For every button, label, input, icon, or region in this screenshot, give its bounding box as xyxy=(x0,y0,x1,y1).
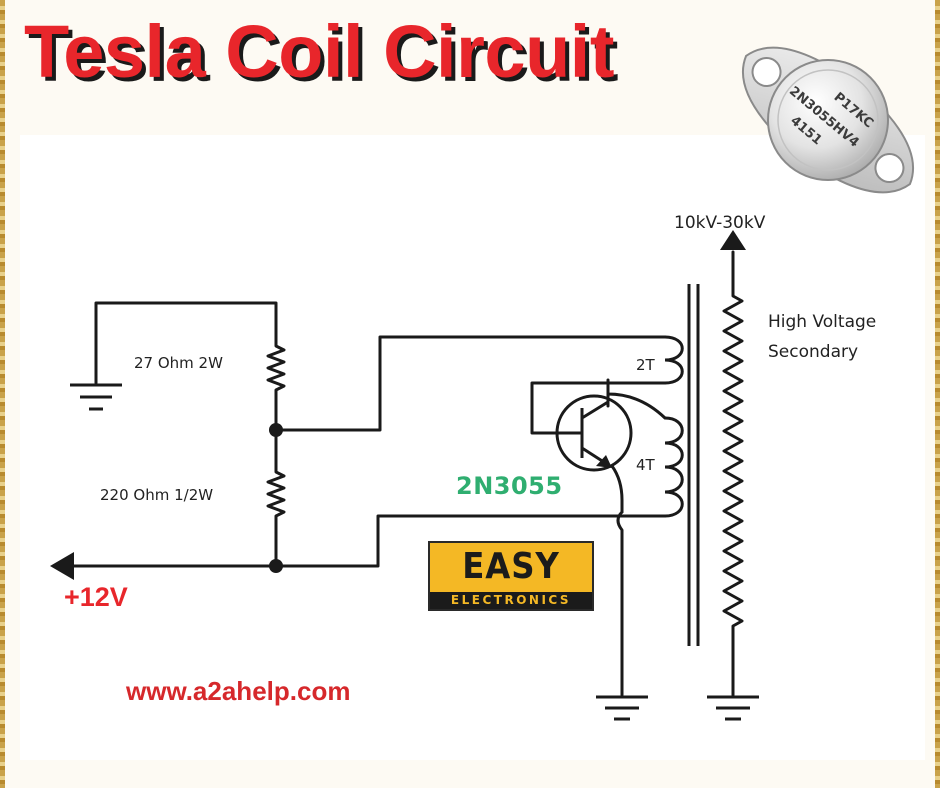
junction-dot-middle xyxy=(269,423,283,437)
resistor-27-ohm xyxy=(266,340,286,394)
transistor-photo: P17KC 2N3055HV4 4151 xyxy=(741,46,915,194)
ground-symbol-emitter xyxy=(596,695,648,721)
winding-2t-label: 2T xyxy=(636,356,656,374)
supply-arrow xyxy=(50,552,74,580)
supply-voltage-label: +12V xyxy=(64,582,128,612)
website-link[interactable]: www.a2ahelp.com xyxy=(126,676,351,706)
secondary-coil xyxy=(722,288,744,646)
emitter-arrow xyxy=(596,455,612,468)
resistor-220-ohm-label: 220 Ohm 1/2W xyxy=(100,486,213,504)
easy-electronics-logo: EASY ELECTRONICS xyxy=(428,541,594,611)
winding-4t-label: 4T xyxy=(636,456,656,474)
secondary-label-line-1: High Voltage xyxy=(768,312,876,332)
resistor-27-ohm-label: 27 Ohm 2W xyxy=(134,354,223,372)
ground-symbol-secondary xyxy=(707,695,759,721)
transistor-symbol xyxy=(555,394,633,472)
schematic-wires xyxy=(60,250,735,697)
output-voltage-label: 10kV-30kV xyxy=(674,213,766,233)
frame-border-left xyxy=(0,0,5,788)
page-title: Tesla Coil Circuit xyxy=(24,10,614,93)
logo-sub-text: ELECTRONICS xyxy=(430,592,592,609)
transistor-part-label: 2N3055 xyxy=(456,472,563,500)
secondary-label-line-2: Secondary xyxy=(768,342,858,362)
winding-2t xyxy=(664,335,684,385)
junction-dot-supply xyxy=(269,559,283,573)
transformer-core xyxy=(687,284,700,646)
schematic-background xyxy=(20,135,925,760)
hv-output-arrow xyxy=(720,230,746,250)
ground-symbol-left xyxy=(70,383,122,411)
winding-4t xyxy=(664,416,684,518)
frame-border-right xyxy=(935,0,940,788)
logo-main-text: EASY xyxy=(462,546,560,587)
resistor-220-ohm xyxy=(266,466,286,520)
